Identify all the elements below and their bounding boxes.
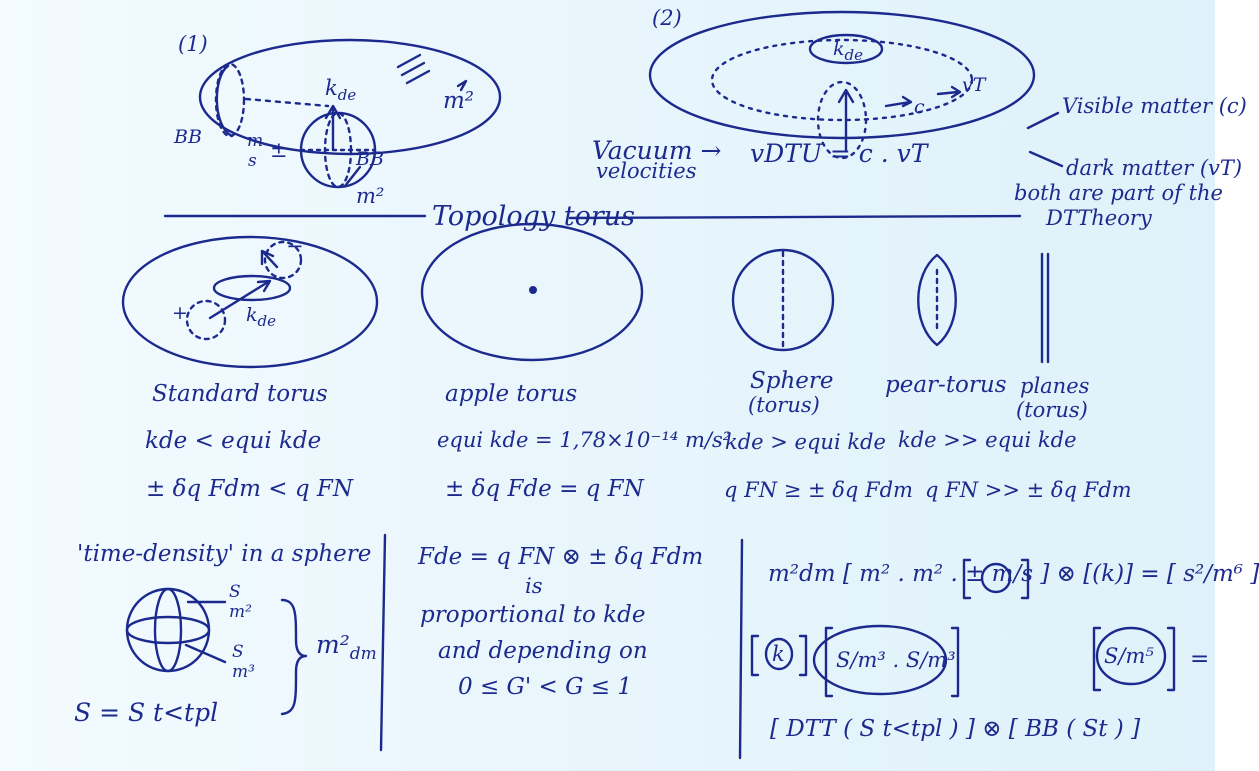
proportional-label: proportional to kde: [420, 602, 646, 628]
dtt-bb-equation: [ DTT ( S t<tpl ) ] ⊗ [ BB ( St ) ]: [770, 716, 1141, 742]
frac2-denominator: m³: [232, 662, 255, 682]
fig1-left-bb-dotted: [216, 64, 244, 136]
s-over-m5: S/m⁵: [1104, 644, 1154, 668]
fig1-m2-pointer: [345, 167, 360, 186]
equals-sign: =: [1190, 646, 1210, 672]
fig2-visible-branch: [1028, 113, 1058, 128]
is-label: is: [525, 574, 543, 598]
fig2-inner-ring: [810, 35, 882, 63]
fig2-kde-arrowhead: [839, 90, 853, 102]
fig1-dashed-axis: [246, 99, 328, 106]
frac2-numerator: S: [232, 642, 244, 662]
fig1-m-over-s-denominator: s: [248, 151, 257, 171]
s-equation: S = S t<tpl: [74, 698, 219, 727]
fig1-m2-bottom: m²: [356, 184, 385, 208]
pear-relation: kde >> equi kde: [898, 428, 1077, 452]
mdm-equation: m²dm [ m² . m² . ± m/s ] ⊗ [(k)] = [ s²/…: [768, 561, 1259, 587]
pear-torus-label: pear-torus: [885, 372, 1007, 398]
standard-torus-kde: kde: [246, 304, 276, 330]
fig1-bb-right: BB: [356, 148, 384, 170]
fig2-outer-ellipse: [650, 12, 1034, 138]
standard-torus-label: Standard torus: [152, 381, 328, 407]
standard-torus-minus: −: [286, 234, 304, 258]
bottom-divider-right: [740, 540, 742, 758]
note-visible-matter: Visible matter (c): [1062, 94, 1247, 118]
pear-force: q FN >> ± δq Fdm: [925, 478, 1132, 502]
sphere-torus-drawing: [733, 250, 833, 350]
fig1-plus-minus: ±: [270, 138, 288, 162]
standard-force: ± δq Fdm < q FN: [146, 476, 353, 502]
fig1-hatch: [402, 63, 424, 75]
fig2-c: c: [914, 96, 925, 118]
fig1-hatch: [407, 71, 429, 83]
figure-2-torus-drawing: [650, 12, 1062, 166]
fig1-m-over-s-numerator: m: [247, 131, 264, 151]
brace-label: m²dm: [316, 630, 377, 664]
note-both-part: both are part of the: [1014, 181, 1223, 205]
time-density-title: 'time-density' in a sphere: [77, 541, 372, 567]
brace-right: [282, 600, 306, 714]
standard-torus-plus: +: [172, 302, 188, 324]
time-density-sphere-drawing: [127, 589, 306, 714]
fig2-number: (2): [652, 6, 682, 30]
fig1-orbit-arrowhead: [458, 81, 466, 90]
planes-label: planes: [1020, 374, 1090, 398]
frac1-denominator: m²: [229, 602, 252, 622]
fig1-kde: kde: [325, 76, 357, 105]
g-range: 0 ≤ G' < G ≤ 1: [458, 674, 633, 700]
apple-relation: equi kde = 1,78×10⁻¹⁴ m/s²: [437, 428, 732, 452]
note-dttheory: DTTheory: [1046, 206, 1152, 230]
fde-equation: Fde = q FN ⊗ ± δq Fdm: [418, 544, 704, 570]
planes-sub-label: (torus): [1016, 398, 1088, 422]
fig2-kde: kde: [833, 38, 863, 64]
velocities-label: velocities: [596, 159, 697, 183]
s-over-m3-product: S/m³ . S/m³: [836, 648, 956, 672]
frac1-numerator: S: [229, 582, 241, 602]
fig2-dotted-ellipse: [712, 40, 972, 120]
fig2-dotted-sphere: [818, 82, 866, 158]
sphere-sub-label: (torus): [748, 393, 820, 417]
fig1-m2-top: m²: [443, 88, 475, 114]
ink-drawings: [0, 0, 1215, 771]
depending-label: and depending on: [438, 638, 648, 664]
note-dark-matter: dark matter (vT): [1066, 156, 1243, 180]
planes-torus-drawing: [1042, 254, 1048, 362]
fig1-bb-left: BB: [174, 126, 202, 148]
vdtu-equation: vDTU = c . vT: [750, 139, 928, 168]
fig2-vt: vT: [962, 74, 986, 96]
sphere-relation: kde > equi kde: [725, 430, 886, 454]
apple-torus-label: apple torus: [445, 381, 578, 407]
vacuum-label: Vacuum →: [592, 136, 722, 165]
k-symbol: k: [772, 642, 785, 666]
bottom-right-brackets: [752, 560, 1174, 696]
fig1-number: (1): [178, 32, 208, 56]
pear-torus-drawing: [918, 255, 956, 345]
standard-relation: kde < equi kde: [145, 428, 322, 454]
topology-line-right: [570, 216, 1020, 218]
fig2-c-arrowhead: [903, 97, 911, 106]
sphere-label: Sphere: [750, 368, 834, 394]
apple-force: ± δq Fde = q FN: [445, 476, 644, 502]
topology-torus-title: Topology torus: [432, 201, 635, 232]
apple-torus-drawing: [422, 224, 642, 360]
figure-1-torus-drawing: [200, 40, 500, 187]
fig1-kde-arrowhead: [326, 106, 340, 118]
fig2-vt-arrowhead: [952, 87, 960, 97]
fig1-hatch: [398, 55, 420, 67]
standard-torus-drawing: [123, 237, 377, 367]
sphere-force: q FN ≥ ± δq Fdm: [724, 478, 913, 502]
fig2-dark-branch: [1030, 152, 1062, 166]
fig2-c-arrow: [886, 102, 910, 106]
bottom-divider-left: [381, 535, 385, 750]
fig2-vt-arrow: [938, 92, 958, 94]
